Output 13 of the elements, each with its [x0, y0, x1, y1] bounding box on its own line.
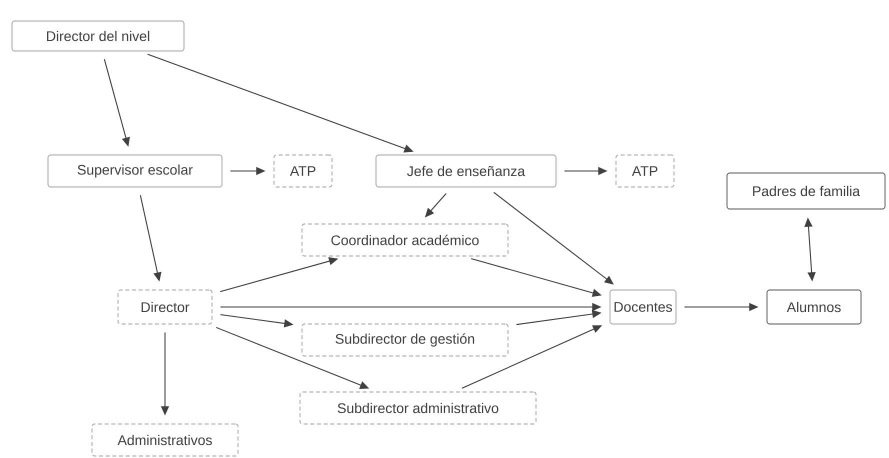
role-box: Jefe de enseñanza — [376, 154, 556, 188]
role-box: Docentes — [610, 290, 676, 324]
role-box: Coordinador académico — [302, 224, 508, 256]
role-box: Director — [118, 290, 212, 324]
role-box: Supervisor escolar — [48, 154, 222, 188]
role-box: Director del nivel — [12, 20, 184, 52]
role-box: Subdirector de gestión — [302, 324, 508, 356]
role-box: Administrativos — [92, 424, 238, 456]
role-box: ATP — [274, 154, 332, 188]
role-box: Padres de familia — [726, 172, 886, 210]
role-box: ATP — [616, 154, 674, 188]
role-box: Alumnos — [766, 290, 862, 324]
role-box: Subdirector administrativo — [300, 392, 536, 424]
